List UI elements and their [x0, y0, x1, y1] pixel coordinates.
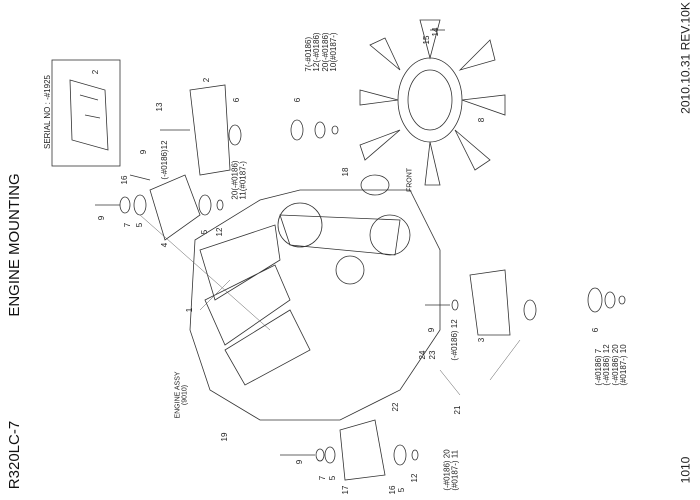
callout-16: 16: [119, 175, 129, 185]
callout-5: 5: [396, 487, 406, 493]
callout-9: 9: [294, 459, 304, 465]
engine-manifold: [199, 224, 311, 386]
callout-8: 8: [476, 117, 486, 123]
pulley-upper: [277, 202, 323, 248]
callout-7: 7: [317, 475, 327, 481]
callout-right-group: (-#0186) 7 (-#0186) 12 (-#0186) 20 (#018…: [594, 344, 629, 386]
callout-bottom-group: (-#0186) 20 (#0187-) 11: [442, 449, 460, 491]
callout-17: 17: [340, 485, 350, 495]
callout-6: 6: [590, 327, 600, 333]
page-title: ENGINE MOUNTING: [6, 173, 24, 317]
fan-blades: [359, 19, 506, 186]
callout-15: 15: [421, 35, 431, 45]
pulley-right: [369, 214, 411, 256]
page-number: 1010: [678, 456, 693, 484]
inset-bracket: [69, 79, 109, 151]
bracket-4: [149, 174, 201, 241]
drive-belt: [279, 214, 401, 256]
callout-20-11: 20(-#0186) 11(#0187-): [230, 160, 248, 200]
callout-12: (-#0186)12: [159, 140, 169, 180]
bolts: [95, 29, 450, 456]
engine-block: [189, 189, 441, 421]
callout-1: 1: [184, 307, 194, 313]
callout-21: 21: [452, 405, 462, 415]
callout-23: 23: [427, 350, 437, 360]
fan-ring: [407, 69, 453, 131]
callout-6: 6: [292, 97, 302, 103]
callout-fan-group: 7(-#0186) 12(-#0186) 20(-#0186) 10(#0187…: [304, 32, 339, 72]
revision-label: 2010.10.31 REV.10K: [678, 2, 693, 114]
callout-6: 6: [231, 97, 241, 103]
serial-label: SERIAL NO : -#1925: [42, 75, 52, 149]
callout-5: 5: [327, 475, 337, 481]
inset-box: [51, 59, 121, 167]
callout-9: 9: [426, 327, 436, 333]
engine-assy-label: ENGINE ASSY (9010): [174, 371, 189, 419]
callout-7: 7: [122, 222, 132, 228]
washers: [119, 119, 626, 466]
leader-lines: [139, 214, 521, 396]
pulley-center: [335, 255, 365, 285]
callout-12: 12: [214, 227, 224, 237]
bracket-2: [189, 84, 231, 176]
bracket-17: [339, 419, 386, 481]
callout-19: 19: [219, 432, 229, 442]
callout-2: 2: [201, 77, 211, 83]
front-arrow-label: FRONT: [406, 167, 414, 193]
bracket-3: [469, 269, 511, 336]
callout-5: 5: [199, 229, 209, 235]
callout-9: 9: [96, 215, 106, 221]
callout-9: 9: [138, 149, 148, 155]
callout-3: 3: [476, 337, 486, 343]
callout-inset-2: 2: [90, 69, 100, 75]
callout-13: 13: [154, 102, 164, 112]
model-label: R320LC-7: [6, 420, 24, 490]
callout-22: 22: [390, 402, 400, 412]
callout-14: 14: [430, 27, 440, 37]
callout-24: 24: [417, 350, 427, 360]
callout-18: 18: [340, 167, 350, 177]
callout-5: 5: [134, 222, 144, 228]
callout-4: 4: [159, 242, 169, 248]
callout-12: (-#0186) 12: [449, 319, 459, 361]
callout-12: 12: [409, 473, 419, 483]
